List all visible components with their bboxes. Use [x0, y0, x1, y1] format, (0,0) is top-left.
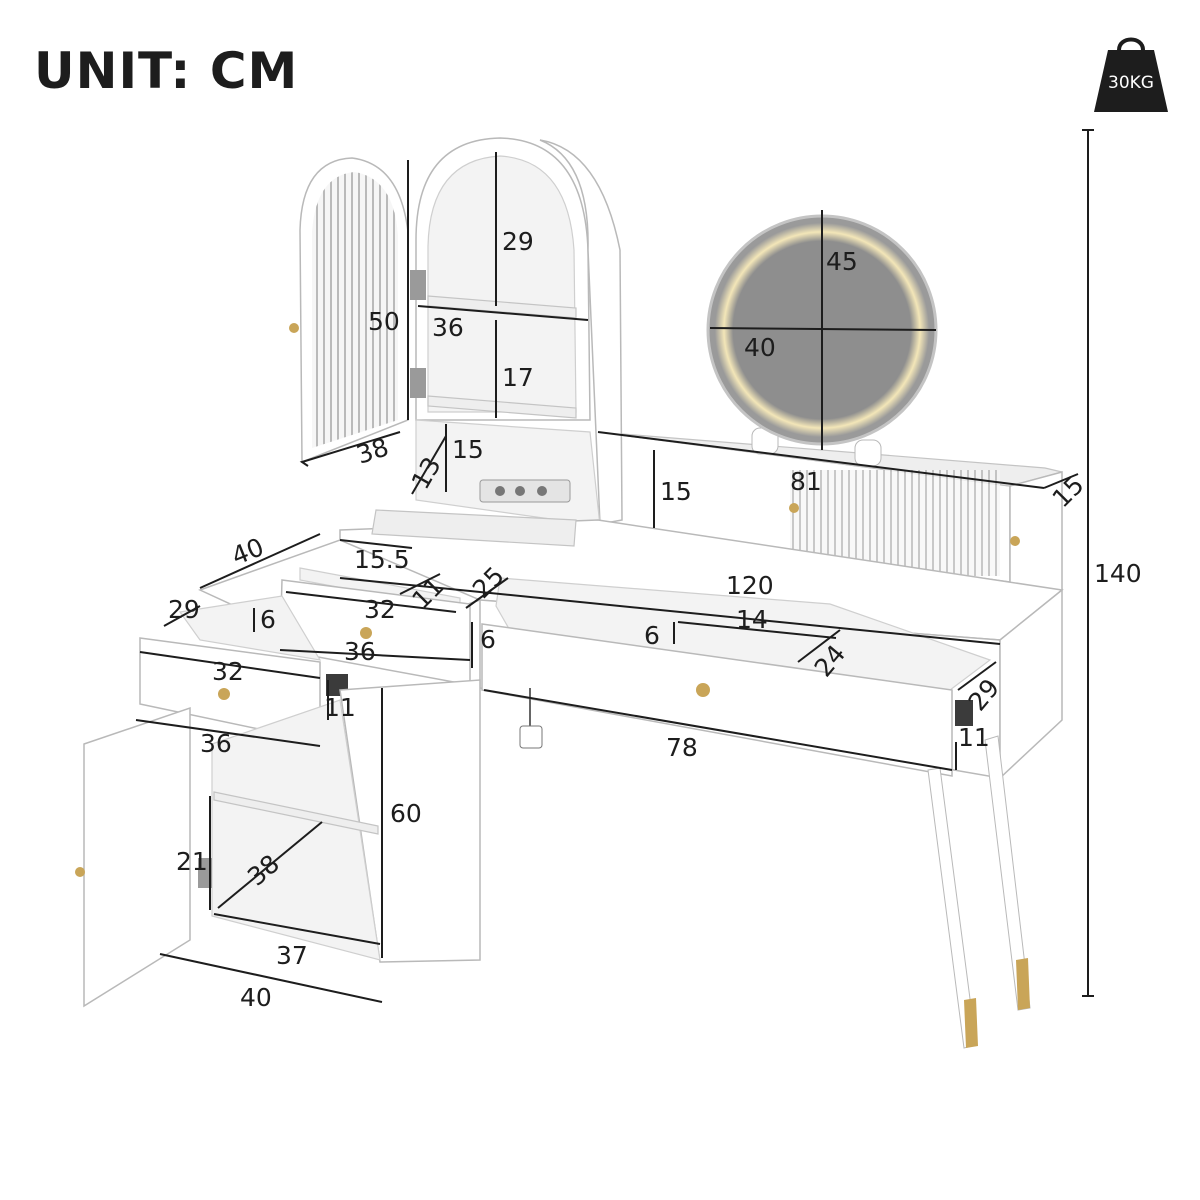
left-drawer-tray — [178, 595, 322, 661]
arch-cabinet-inside — [427, 155, 577, 413]
leg-front-cap — [964, 998, 978, 1048]
dim-mirror-width: 40 — [744, 333, 776, 362]
dim-top-drawer-outer: 36 — [344, 637, 376, 666]
mirror-foot-right — [854, 439, 882, 467]
dim-left-drawer-outer: 36 — [200, 729, 232, 758]
socket-icon — [537, 486, 547, 496]
dim-left-drawer-depth: 29 — [168, 595, 200, 624]
furniture — [75, 137, 1064, 1049]
dim-small-tray-width: 15.5 — [354, 545, 410, 574]
dim-main-drawer-width: 78 — [666, 733, 698, 762]
pedestal-shelf — [213, 791, 379, 835]
dim-inner-width: 37 — [276, 941, 308, 970]
arch-shelf-upper — [427, 295, 577, 319]
left-drawer-knob — [218, 688, 230, 700]
dim-organizer-gap: 6 — [644, 621, 660, 650]
weight-icon: 30KG — [1094, 37, 1168, 112]
pedestal-hinge — [198, 858, 212, 888]
dim-left-drawer-height: 6 — [260, 605, 276, 634]
dim-lower-cabinet-height: 60 — [390, 799, 422, 828]
dim-top-drawer-front: 6 — [480, 625, 496, 654]
main-drawer-knob — [696, 683, 710, 697]
socket-icon — [515, 486, 525, 496]
dim-left-drawer-slide: 11 — [324, 693, 356, 722]
drawer-slide — [955, 700, 973, 726]
hinge-bottom — [410, 368, 426, 398]
arch-glass-door-panel — [312, 172, 398, 448]
unit-title: UNIT: CM — [34, 42, 299, 100]
dim-mid-shelf-height: 17 — [502, 363, 534, 392]
leg-back-cap — [1016, 958, 1030, 1010]
pedestal-door-knob — [75, 867, 85, 877]
top-drawer-knob — [360, 627, 372, 639]
arch-door-knob — [289, 323, 299, 333]
dim-shelf-width: 36 — [432, 313, 464, 342]
hinge-top — [410, 270, 426, 300]
dim-hutch-width: 81 — [790, 467, 822, 496]
niche-under-cabinet — [415, 419, 601, 527]
socket-icon — [495, 486, 505, 496]
arch-cabinet-side — [539, 139, 623, 525]
dim-desk-width: 120 — [726, 571, 774, 600]
pedestal-door — [83, 706, 191, 1008]
hutch-knob-right — [1010, 536, 1020, 546]
dim-top-drawer-width: 32 — [364, 595, 396, 624]
dim-left-drawer-width: 32 — [212, 657, 244, 686]
hutch-knob-left — [789, 503, 799, 513]
dim-hutch-height: 15 — [660, 477, 692, 506]
dim-top-shelf-height: 29 — [502, 227, 534, 256]
dim-inner-height: 21 — [176, 847, 208, 876]
dim-cabinet-height: 50 — [368, 307, 400, 336]
dim-organizer-width: 14 — [736, 605, 768, 634]
arch-shelf-lower — [427, 395, 577, 419]
main-drawer-front — [481, 623, 953, 777]
glass-inlay — [371, 509, 577, 547]
plug-icon — [519, 725, 543, 749]
weight-label: 30KG — [1108, 73, 1154, 93]
dimension-lines — [135, 129, 1094, 1003]
dim-total-height: 140 — [1094, 559, 1142, 588]
desk-side — [999, 588, 1063, 780]
dim-lower-cabinet-width: 40 — [240, 983, 272, 1012]
dim-side-depth: 40 — [228, 532, 268, 571]
dim-main-drawer-slide: 11 — [958, 723, 990, 752]
dim-mirror-height: 45 — [826, 247, 858, 276]
dim-niche-height: 15 — [452, 435, 484, 464]
